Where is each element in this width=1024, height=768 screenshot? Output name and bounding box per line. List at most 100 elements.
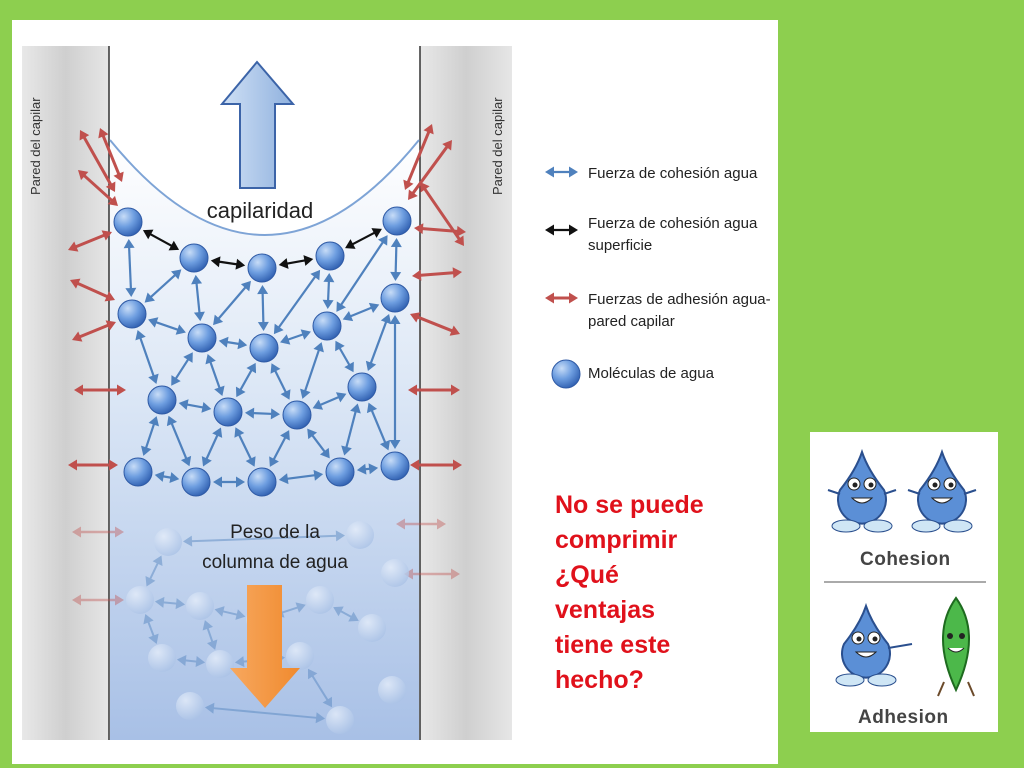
water-molecule-faint	[206, 650, 234, 678]
cohesion-arrow	[356, 463, 379, 475]
water-molecule	[282, 400, 312, 430]
water-molecule	[315, 241, 345, 271]
adhesion-arrow-faint	[72, 526, 124, 538]
adhesion-arrow	[78, 170, 118, 206]
cohesion-arrow	[270, 363, 291, 400]
legend-surface-arrow-icon	[545, 224, 578, 236]
cohesion-arrow	[273, 269, 321, 335]
water-molecule-faint	[154, 528, 182, 556]
meniscus-curve	[109, 139, 420, 236]
cohesion-arrow-faint	[143, 614, 159, 644]
water-molecule-faint	[148, 644, 176, 672]
legend-item-cohesion: Fuerza de cohesión agua	[588, 163, 757, 185]
water-molecule	[213, 397, 243, 427]
adhesion-arrow	[98, 128, 124, 182]
legend-molecule-icon	[551, 359, 581, 389]
right-wall-label: Pared del capilar	[490, 97, 505, 195]
legend-cohesion-arrow-icon	[545, 166, 578, 178]
cohesion-arrow-faint	[154, 596, 186, 610]
capillarity-up-arrow	[219, 60, 296, 189]
adhesion-arrow-faint	[396, 518, 446, 530]
cohesion-arrow	[218, 336, 248, 350]
weight-label-line2: columna de agua	[202, 552, 348, 573]
cohesion-drop-left-icon	[827, 448, 897, 533]
cohesion-arrow	[278, 469, 324, 485]
cohesion-arrow-faint	[182, 530, 346, 547]
cohesion-arrow	[269, 430, 290, 467]
cohesion-arrow	[213, 280, 251, 326]
question-line5: tiene este	[555, 631, 671, 659]
cohesion-arrow	[123, 238, 137, 298]
water-molecule	[247, 253, 277, 283]
adhesion-arrow	[412, 267, 462, 281]
cohesion-arrow	[205, 354, 225, 396]
cohesion-arrow	[191, 274, 205, 322]
cohesion-arrow	[366, 402, 391, 451]
cohesion-arrow	[342, 302, 380, 322]
cohesion-arrow	[166, 415, 192, 467]
adhesion-arrow	[414, 223, 466, 237]
water-molecule	[147, 385, 177, 415]
cohesion-arrow	[335, 340, 354, 373]
cohesion-adhesion-illustration	[824, 448, 986, 697]
legend-item-surface-line2: superficie	[588, 237, 653, 254]
cohesion-arrow	[154, 470, 180, 484]
water-column	[110, 140, 419, 740]
cohesion-arrow	[144, 269, 182, 303]
weight-down-arrow	[230, 585, 300, 708]
adhesion-arrow	[70, 278, 115, 302]
water-molecule	[312, 311, 342, 341]
adhesion-arrow	[410, 459, 462, 471]
water-molecule	[117, 299, 147, 329]
adhesion-arrow-faint	[72, 594, 124, 606]
water-molecules	[113, 206, 412, 734]
cohesion-arrow-faint	[204, 702, 326, 724]
water-molecule	[325, 457, 355, 487]
water-molecule	[179, 243, 209, 273]
cohesion-arrow	[135, 330, 159, 384]
cohesion-arrow	[235, 362, 257, 398]
left-wall-label: Pared del capilar	[28, 97, 43, 195]
cohesion-arrow	[322, 272, 335, 310]
cohesion-arrow-faint	[202, 620, 218, 650]
cohesion-arrow	[178, 399, 212, 413]
water-molecule	[380, 283, 410, 313]
cohesion-arrow	[336, 235, 388, 312]
question-text: No se puede comprimir ¿Qué ventajas tien…	[555, 488, 765, 698]
water-molecule	[347, 372, 377, 402]
cohesion-arrow	[341, 403, 361, 456]
cohesion-arrow	[390, 237, 402, 282]
adhesion-drop-icon	[835, 602, 913, 687]
cohesion-arrow	[244, 407, 281, 420]
water-molecule	[247, 467, 277, 497]
cohesion-arrow	[300, 342, 324, 399]
question-line4: ventajas	[555, 596, 656, 624]
cohesion-label: Cohesion	[860, 549, 951, 570]
adhesion-arrow	[79, 130, 116, 192]
cohesion-arrow	[307, 428, 330, 459]
water-molecule-faint	[326, 706, 354, 734]
adhesion-arrow	[68, 459, 118, 471]
water-molecule	[113, 207, 143, 237]
question-line6: hecho?	[555, 666, 644, 694]
adhesion-arrow	[403, 124, 434, 190]
capillarity-label: capilaridad	[207, 198, 313, 223]
surface-cohesion-arrow	[278, 255, 314, 269]
cohesion-arrow	[213, 476, 245, 488]
legend-item-molecules: Moléculas de agua	[588, 363, 714, 385]
water-molecule-faint	[378, 676, 406, 704]
legend-item-surface-cohesion: Fuerza de cohesión agua superficie	[588, 213, 757, 257]
force-arrows	[68, 124, 466, 724]
adhesion-leaf-icon	[937, 596, 975, 697]
cohesion-arrow-faint	[333, 606, 359, 622]
cohesion-drop-right-icon	[907, 448, 977, 533]
cohesion-arrow	[389, 315, 401, 449]
water-molecule-faint	[306, 586, 334, 614]
legend-item-cohesion-line1: Fuerza de cohesión agua	[588, 165, 758, 182]
water-molecule	[187, 323, 217, 353]
water-molecule-faint	[358, 614, 386, 642]
cohesion-arrow	[171, 352, 193, 386]
legend-item-adhesion: Fuerzas de adhesión agua- pared capilar	[588, 289, 771, 333]
